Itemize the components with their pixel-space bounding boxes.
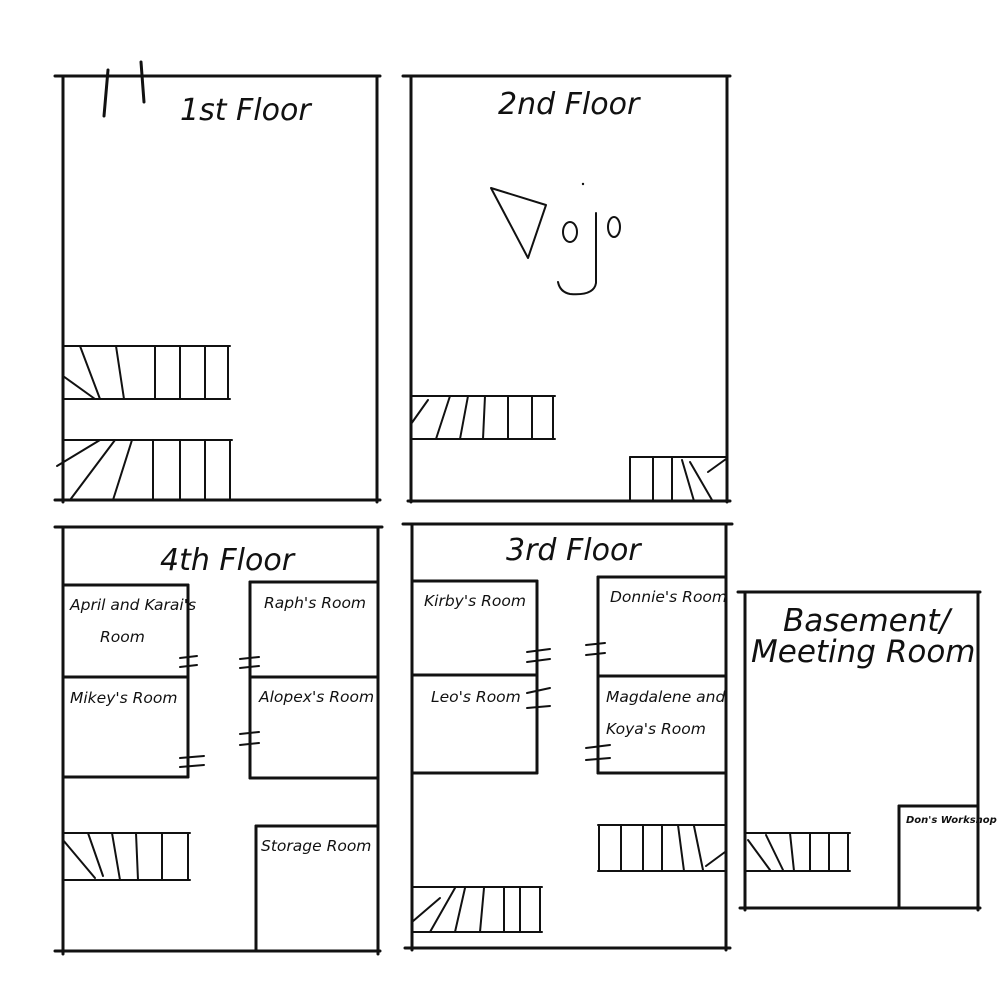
door-icon (179, 755, 205, 768)
fourth-floor-title: 4th Floor (160, 543, 296, 578)
stairs-icon (597, 824, 727, 872)
raph-room-label: Raph's Room (264, 594, 366, 612)
fourth-floor-plan: 4th Floor April and Karai's Room Raph's … (53, 525, 384, 956)
meeting-room-title: Meeting Room (751, 634, 976, 670)
dojo-handwritten-label (490, 182, 621, 296)
door-icon (585, 642, 606, 656)
door-icon (179, 655, 198, 668)
door-icon (239, 731, 260, 746)
first-floor-title: 1st Floor (180, 93, 312, 128)
stairs-icon (62, 832, 191, 881)
second-floor-plan: 2nd Floor (401, 74, 732, 504)
donnie-room-label: Donnie's Room (610, 588, 727, 606)
door-icon (526, 648, 551, 663)
basement-plan: Basement/ Meeting Room Don's Workshop (736, 590, 997, 912)
front-door-icon (102, 60, 146, 118)
stairs-icon (62, 345, 231, 400)
alopex-room-label: Alopex's Room (258, 688, 374, 706)
stairs-icon (629, 456, 728, 502)
second-floor-title: 2nd Floor (498, 87, 641, 122)
door-icon (239, 656, 260, 669)
leo-room-label: Leo's Room (431, 688, 521, 706)
third-floor-title: 3rd Floor (506, 533, 642, 568)
stairs-icon (411, 886, 543, 933)
basement-title: Basement/ (783, 603, 954, 639)
third-floor-plan: 3rd Floor Kirby's Room Donnie's Room Leo… (401, 522, 734, 952)
kirby-room-label: Kirby's Room (424, 592, 526, 610)
dons-workshop-label: Don's Workshop (906, 815, 997, 826)
april-karai-room-label: April and Karai's (69, 596, 196, 614)
april-karai-room-label-line2: Room (100, 628, 145, 646)
stairs-icon (744, 832, 851, 872)
door-icon (526, 687, 551, 709)
mikey-room-label: Mikey's Room (70, 689, 177, 707)
magdalene-koya-room-label: Magdalene and (606, 688, 725, 706)
magdalene-koya-room-label-line2: Koya's Room (606, 720, 706, 738)
first-floor-plan: 1st Floor (53, 60, 382, 504)
stairs-icon (56, 439, 233, 501)
storage-room-label: Storage Room (261, 837, 371, 855)
stairs-icon (410, 395, 556, 440)
door-icon (585, 744, 611, 761)
